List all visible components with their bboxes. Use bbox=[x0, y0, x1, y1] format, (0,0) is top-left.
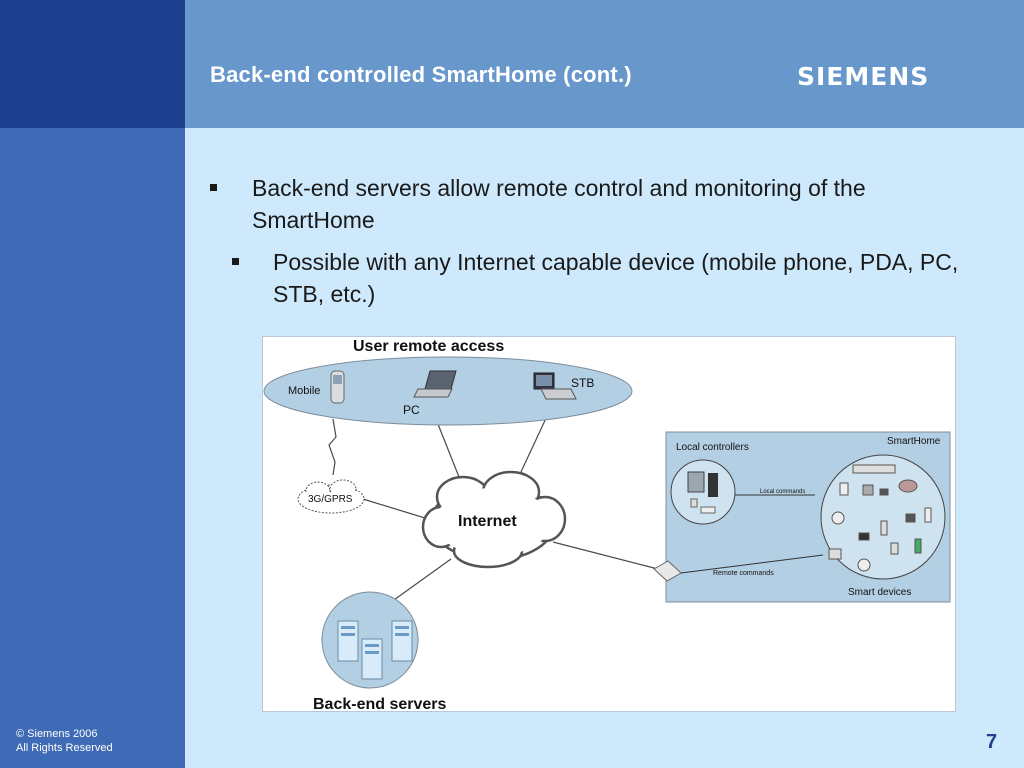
left-sidebar bbox=[0, 128, 185, 768]
mobile-gprs-link bbox=[328, 418, 337, 476]
internet-label: Internet bbox=[458, 513, 517, 530]
copyright-text: © Siemens 2006 bbox=[16, 728, 98, 740]
set-top-box-icon bbox=[533, 372, 577, 400]
bullet-2: Possible with any Internet capable devic… bbox=[232, 246, 1012, 310]
architecture-diagram: User remote access Mobile PC STB 3G/GPRS bbox=[262, 336, 956, 713]
mobile-phone-icon bbox=[330, 370, 345, 404]
bullet-2-text: Possible with any Internet capable devic… bbox=[273, 249, 959, 307]
left-top-panel bbox=[0, 0, 185, 128]
gprs-label: 3G/GPRS bbox=[308, 494, 353, 505]
bullet-1: Back-end servers allow remote control an… bbox=[210, 172, 990, 236]
square-bullet-icon bbox=[210, 184, 217, 191]
mobile-label: Mobile bbox=[288, 385, 320, 397]
page-number: 7 bbox=[986, 731, 998, 753]
backend-servers-label: Back-end servers bbox=[313, 696, 447, 711]
stb-label: STB bbox=[571, 376, 594, 390]
controller-device-icon bbox=[687, 471, 718, 514]
slide-title: Back-end controlled SmartHome (cont.) bbox=[210, 62, 632, 87]
server-icon bbox=[361, 638, 383, 680]
rights-text: All Rights Reserved bbox=[16, 742, 113, 754]
laptop-icon bbox=[413, 370, 457, 398]
user-remote-access-label: User remote access bbox=[353, 338, 504, 355]
smart-device-icons bbox=[828, 464, 932, 572]
internet-cloud-fill bbox=[435, 488, 551, 556]
smart-devices-label: Smart devices bbox=[848, 587, 911, 598]
remote-commands-label: Remote commands bbox=[713, 570, 774, 577]
gprs-label-bg bbox=[303, 492, 361, 505]
remote-commands-arrow bbox=[680, 554, 824, 574]
server-icon bbox=[391, 620, 413, 662]
server-icon bbox=[337, 620, 359, 662]
internet-gateway-link bbox=[552, 541, 659, 570]
local-controllers-label: Local controllers bbox=[676, 442, 749, 453]
local-commands-label: Local commands bbox=[760, 489, 805, 495]
smarthome-label: SmartHome bbox=[887, 436, 941, 447]
footer-copyright: © Siemens 2006 All Rights Reserved bbox=[16, 727, 113, 755]
bullet-1-text: Back-end servers allow remote control an… bbox=[252, 175, 866, 233]
siemens-logo: SIEMENS bbox=[797, 62, 930, 91]
square-bullet-icon bbox=[232, 258, 239, 265]
header-bar bbox=[185, 0, 1024, 128]
pc-label: PC bbox=[403, 403, 420, 417]
